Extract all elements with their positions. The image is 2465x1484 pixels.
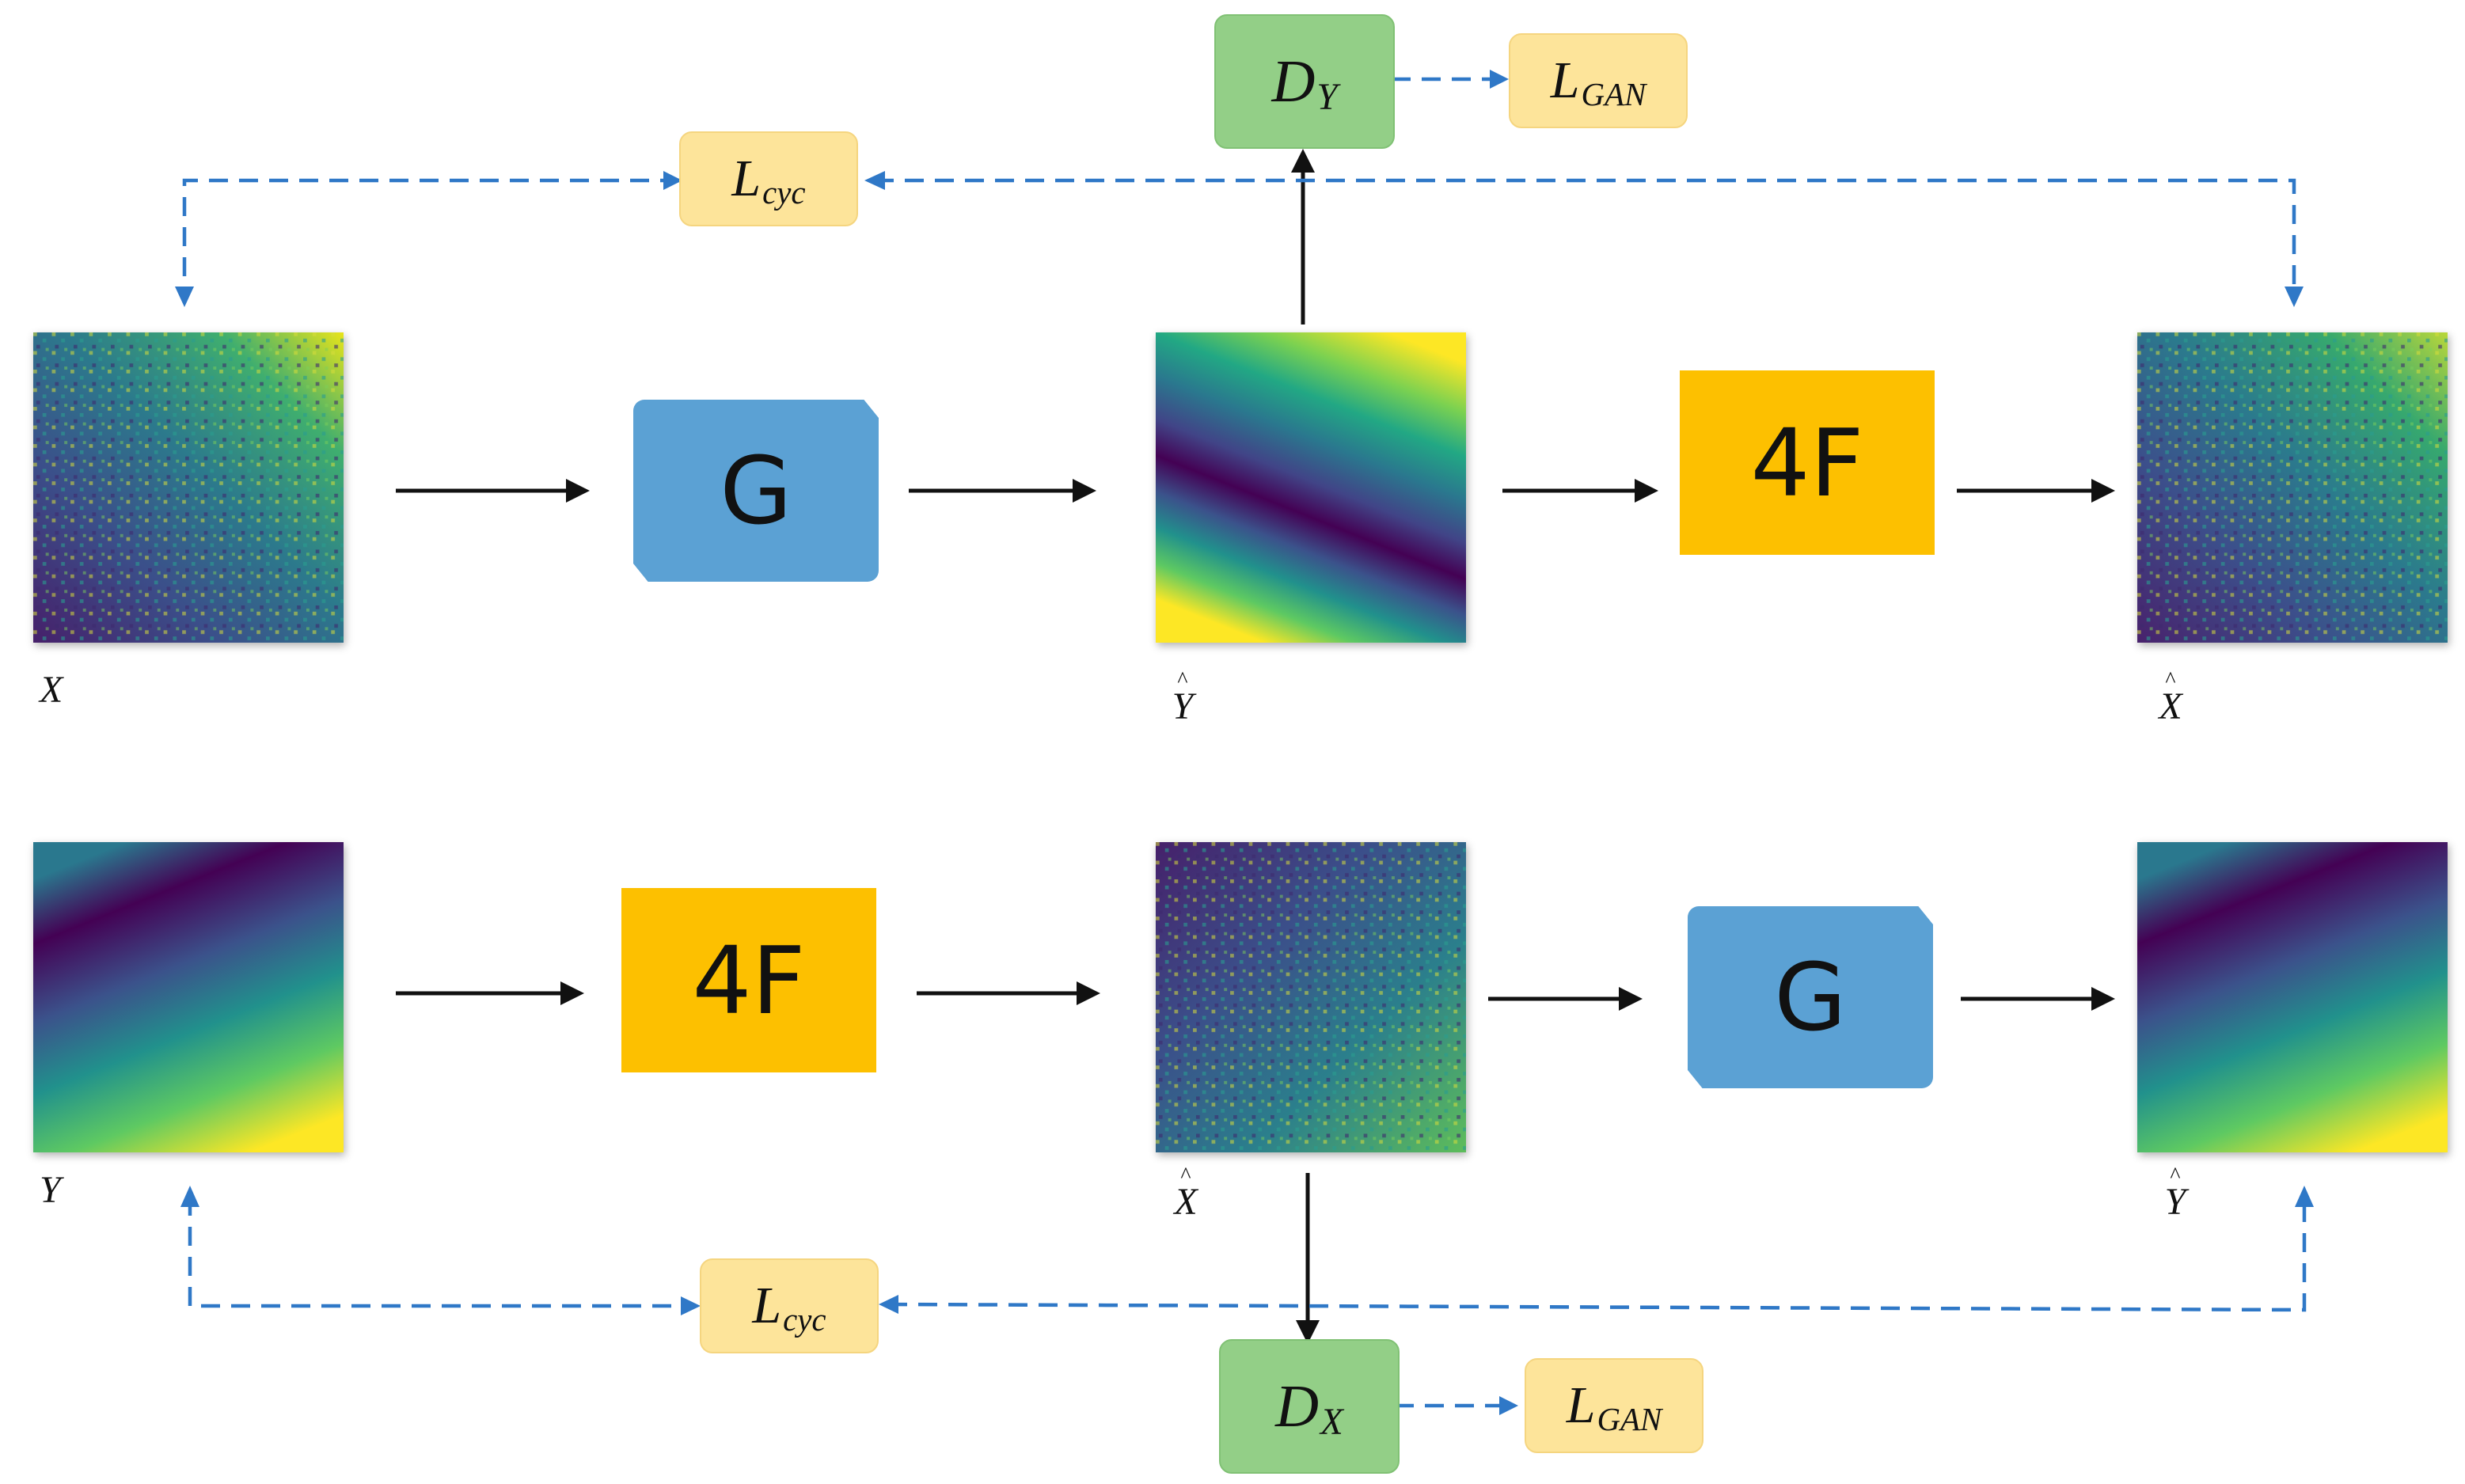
lgan-bottom-main: L: [1566, 1376, 1596, 1434]
input-x-label: X: [40, 669, 63, 711]
generator-g-bottom: G: [1688, 906, 1933, 1088]
hat-mark: ^: [1177, 668, 1188, 693]
input-x-image: [33, 332, 344, 643]
hat-mark: ^: [2170, 1163, 2181, 1188]
physics-4f-bottom: 4F: [621, 888, 876, 1072]
y-hat-recon-label: ^ Y: [2159, 1163, 2191, 1223]
y-hat-letter: Y: [1172, 685, 1194, 727]
lcyc-bottom-main: L: [752, 1277, 782, 1334]
input-y-label: Y: [40, 1169, 61, 1211]
hat-mark: ^: [1180, 1163, 1191, 1188]
hat-mark: ^: [2165, 668, 2176, 693]
generated-y-hat-image: [1156, 332, 1466, 643]
reconstructed-x-hat-image: [2137, 332, 2448, 643]
lcyc-top-sub: cyc: [762, 174, 806, 211]
lgan-top-main: L: [1550, 51, 1580, 109]
dx-sub: X: [1320, 1401, 1343, 1443]
generator-g-top: G: [633, 400, 879, 582]
dy-sub: Y: [1316, 76, 1338, 118]
lgan-top-sub: GAN: [1581, 76, 1646, 112]
y-hat-label: ^ Y: [1167, 668, 1198, 727]
lcyc-top-main: L: [731, 150, 762, 207]
x-hat-letter: X: [1174, 1180, 1198, 1223]
dash-cyc-bottom-right: [887, 1197, 2307, 1312]
x-hat-recon-label: ^ X: [2155, 668, 2186, 727]
y-hat-recon-letter: Y: [2164, 1180, 2186, 1223]
physics-4f-top: 4F: [1680, 370, 1935, 555]
x-hat-recon-letter: X: [2159, 685, 2182, 727]
dy-main: D: [1271, 47, 1316, 115]
generated-x-hat-image: [1156, 842, 1466, 1152]
x-hat-label: ^ X: [1170, 1163, 1202, 1223]
dash-cyc-bottom-left: [188, 1197, 690, 1308]
lcyc-bottom-sub: cyc: [783, 1301, 826, 1338]
dx-main: D: [1275, 1372, 1320, 1440]
lgan-bottom-sub: GAN: [1597, 1401, 1662, 1437]
dash-cyc-top-left: [182, 178, 679, 297]
dash-cyc-top-right: [875, 178, 2296, 297]
reconstructed-y-hat-image: [2137, 842, 2448, 1152]
input-y-image: [33, 842, 344, 1152]
